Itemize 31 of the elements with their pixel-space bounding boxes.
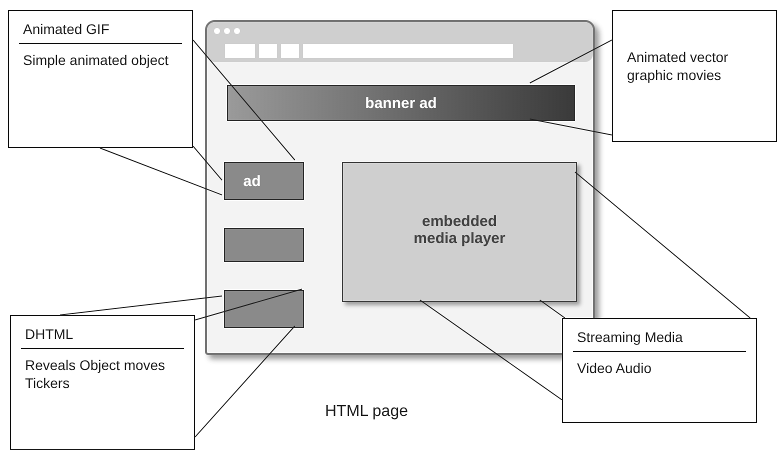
banner-label: banner ad [365,95,437,112]
callout-box [562,318,757,423]
callout-box [10,315,195,450]
player-label: embedded media player [412,213,506,247]
leader-line [419,300,562,400]
ad-slot [224,290,304,328]
callout-heading: Streaming Media [573,327,746,352]
leader-line [574,172,751,318]
media-player-panel [342,162,577,302]
leader-line [99,148,222,196]
callout-text: Simple animated object [22,52,170,70]
callout-box [8,10,193,148]
ad-slot [224,228,304,262]
leader-line [194,288,302,320]
window-label: HTML page [325,403,408,421]
leader-line [539,300,566,318]
leader-line [192,146,222,181]
leader-line [529,118,612,136]
ad-label: ad [243,173,261,190]
leader-line [194,326,296,438]
callout-text: Reveals Object moves Tickers [24,357,166,392]
callout-heading: Animated GIF [19,19,182,44]
callout-text: Video Audio [576,360,652,378]
leader-line [529,39,612,84]
callout-heading: DHTML [21,324,184,349]
callout-text: Animated vector graphic movies [626,49,730,84]
leader-line [59,295,222,316]
callout-box [612,10,777,142]
ad-slot [224,162,304,200]
leader-line [192,39,296,160]
banner-ad [227,85,575,121]
